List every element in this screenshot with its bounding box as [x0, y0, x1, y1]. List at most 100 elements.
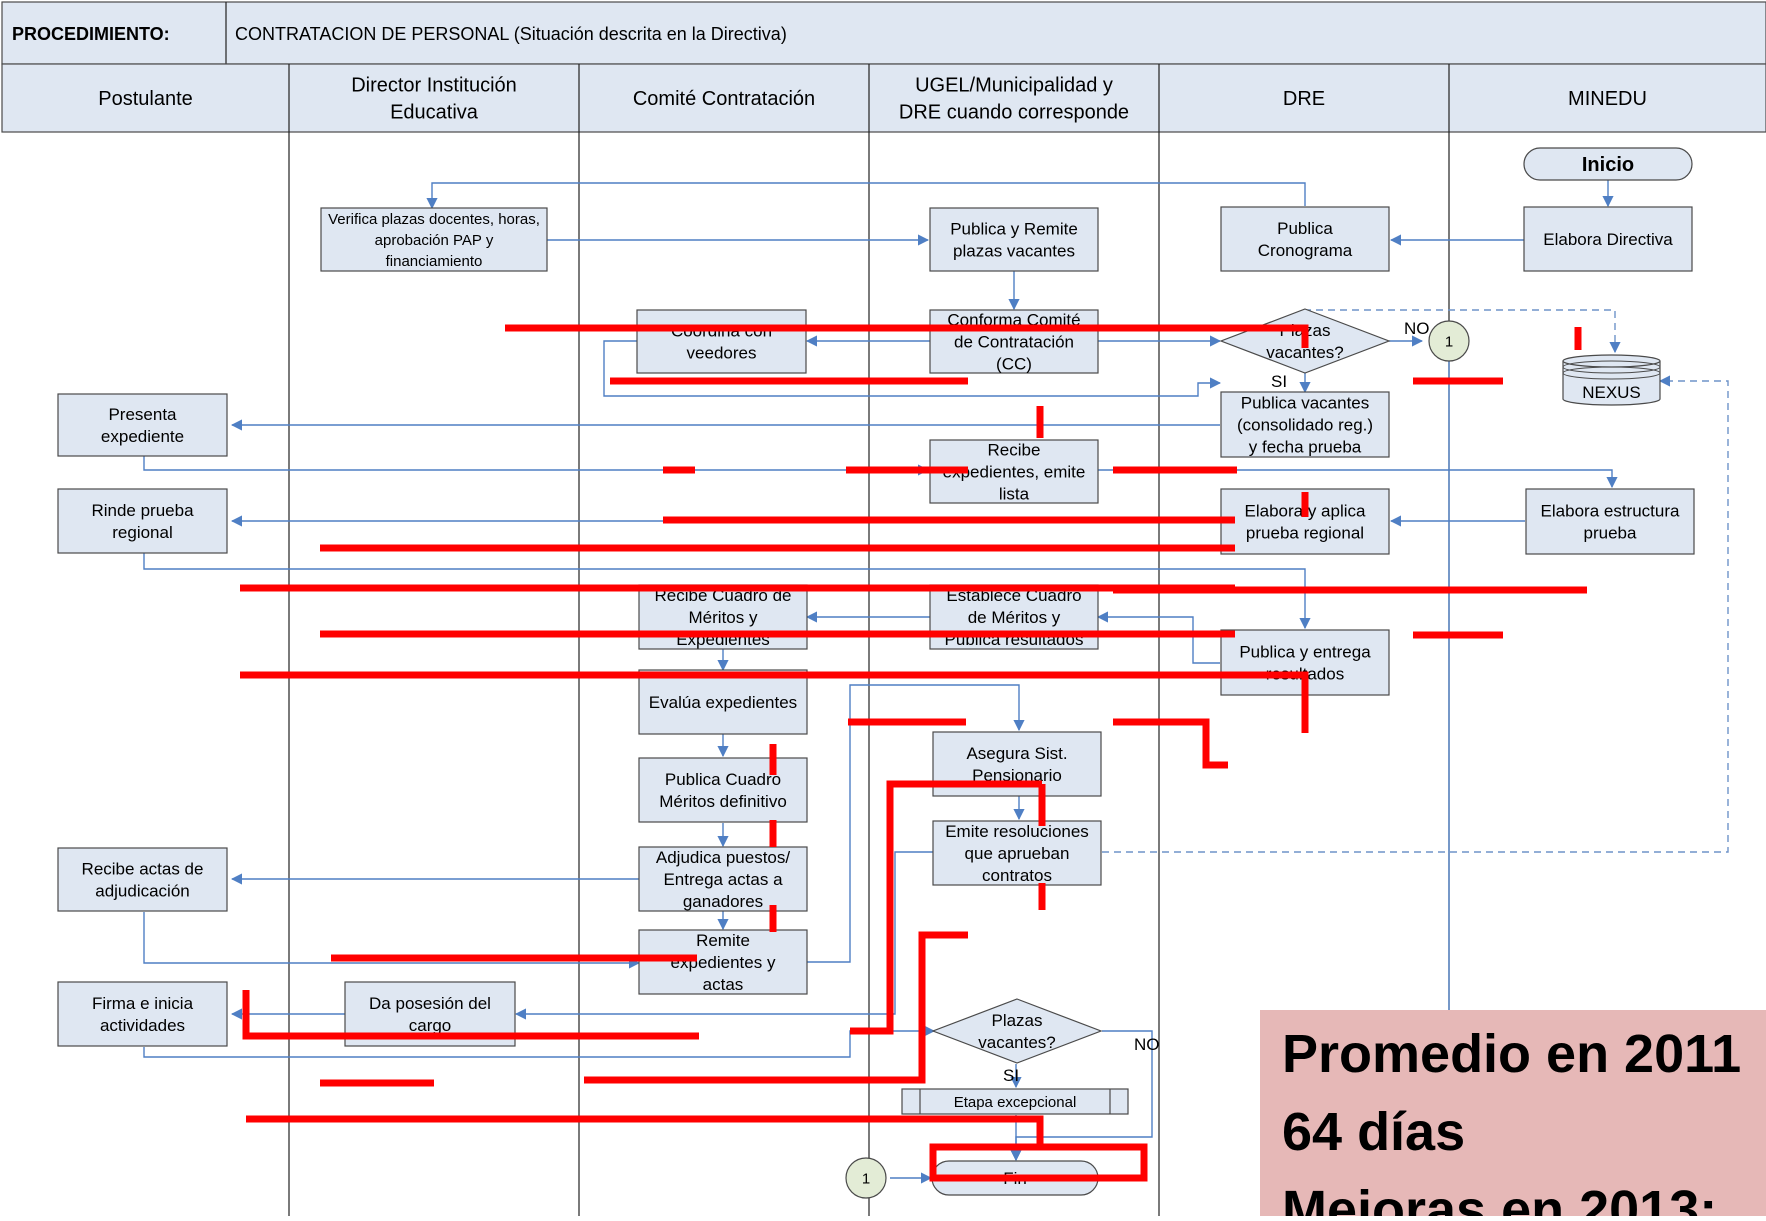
- node-label: Etapa excepcional: [954, 1094, 1077, 1111]
- lane-title-dre: DRE: [1283, 88, 1325, 110]
- edge-label-no-2: NO: [1134, 1035, 1160, 1054]
- node-label: plazas vacantes: [953, 241, 1075, 260]
- node-label: Firma e inicia: [92, 994, 194, 1013]
- node-label: actas: [703, 975, 744, 994]
- node-label: y fecha prueba: [1249, 437, 1362, 456]
- node-label: Entrega actas a: [663, 870, 783, 889]
- callout-line: 64 días: [1282, 1102, 1465, 1162]
- node-label: Publica y Remite: [950, 219, 1078, 238]
- node-conector-1-top: 1: [1428, 320, 1470, 362]
- node-label: de Contratación: [954, 332, 1074, 351]
- node-label: prueba regional: [1246, 523, 1364, 542]
- node-label: veedores: [687, 343, 757, 362]
- node-label: Presenta: [108, 405, 177, 424]
- node-label: Publica y entrega: [1239, 642, 1371, 661]
- procedure-label: PROCEDIMIENTO:: [12, 24, 170, 44]
- node-nexus: NEXUS: [1562, 354, 1661, 406]
- node-label: vacantes?: [978, 1033, 1056, 1052]
- node-label: Verifica plazas docentes, horas,: [328, 211, 540, 228]
- node-label: Recibe actas de: [82, 859, 204, 878]
- node-recibe-actas: Recibe actas de adjudicación: [57, 847, 228, 912]
- node-label: regional: [112, 523, 173, 542]
- fin-highlight: [929, 1143, 1148, 1182]
- node-label: 1: [1445, 333, 1453, 350]
- node-label: prueba: [1584, 523, 1637, 542]
- edge-label-no-1: NO: [1404, 319, 1430, 338]
- lane-title-minedu: MINEDU: [1568, 88, 1647, 110]
- node-label: Da posesión del: [369, 994, 491, 1013]
- node-label: NEXUS: [1582, 383, 1641, 402]
- edge-labels: NO SI NO SI: [1003, 319, 1430, 1085]
- node-label: cargo: [409, 1016, 452, 1035]
- node-label: Plazas: [991, 1011, 1042, 1030]
- node-elabora-directiva: Elabora Directiva: [1523, 206, 1693, 272]
- lane-title-postulante: Postulante: [98, 88, 193, 110]
- node-label: contratos: [982, 866, 1052, 885]
- edge-label-si-1: SI: [1271, 372, 1287, 391]
- callout-line: Mejoras en 2013:: [1282, 1180, 1717, 1216]
- node-evalua-expedientes: Evalúa expedientes: [638, 669, 808, 735]
- edge-label-si-2: SI: [1003, 1066, 1019, 1085]
- node-label: Publica vacantes: [1241, 393, 1370, 412]
- node-label: actividades: [100, 1016, 185, 1035]
- node-label: Evalúa expedientes: [649, 693, 797, 712]
- node-label: Adjudica puestos/: [656, 848, 790, 867]
- node-label: financiamiento: [386, 253, 483, 270]
- node-conector-1-bottom: 1: [845, 1157, 887, 1199]
- node-label: Remite: [696, 931, 750, 950]
- node-presenta-expediente: Presenta expediente: [57, 393, 228, 457]
- node-label: ganadores: [683, 892, 763, 911]
- lane-header-band: [1, 63, 1766, 133]
- node-label: Emite resoluciones: [945, 822, 1089, 841]
- node-label: Asegura Sist.: [966, 744, 1067, 763]
- node-label: Elabora estructura: [1541, 501, 1680, 520]
- procedure-header: [1, 1, 1766, 65]
- node-label: 1: [862, 1170, 870, 1187]
- node-label: (consolidado reg.): [1237, 415, 1373, 434]
- lane-title-ugel: UGEL/Municipalidad y: [915, 75, 1113, 97]
- node-label: expedientes, emite: [943, 462, 1086, 481]
- lane-title-ugel: DRE cuando corresponde: [899, 102, 1129, 124]
- red-annotations: [240, 324, 1587, 1182]
- lane-title-comite: Comité Contratación: [633, 88, 815, 110]
- lane-title-director: Director Institución: [351, 75, 517, 97]
- node-label: Pensionario: [972, 766, 1062, 785]
- node-label: Publica: [1277, 219, 1333, 238]
- node-label: Publica Cuadro: [665, 770, 781, 789]
- node-label: Recibe: [988, 440, 1041, 459]
- node-label: expediente: [101, 427, 184, 446]
- lane-title-director: Educativa: [390, 102, 479, 124]
- node-label: de Méritos y: [968, 608, 1061, 627]
- node-label: adjudicación: [95, 881, 190, 900]
- node-label: lista: [999, 484, 1030, 503]
- node-etapa-excepcional: Etapa excepcional: [901, 1088, 1129, 1115]
- procedure-title: CONTRATACION DE PERSONAL (Situación desc…: [235, 24, 787, 44]
- node-adjudica-puestos: Adjudica puestos/Entrega actas a ganadore…: [638, 846, 808, 912]
- node-firma-inicia: Firma e inicia actividades: [57, 981, 228, 1047]
- node-plazas-vacantes-2: Plazas vacantes?: [931, 998, 1103, 1064]
- node-inicio: Inicio: [1523, 147, 1693, 181]
- node-label: (CC): [996, 354, 1032, 373]
- node-label: Cronograma: [1258, 241, 1353, 260]
- node-publica-remite: Publica y Remite plazas vacantes: [929, 207, 1099, 272]
- node-label: aprobación PAP y: [375, 232, 494, 249]
- node-label: Méritos definitivo: [659, 792, 787, 811]
- node-label: Elabora Directiva: [1543, 230, 1673, 249]
- callout-line: Promedio en 2011: [1282, 1024, 1741, 1084]
- node-label: que aprueban: [965, 844, 1070, 863]
- node-emite-resoluciones: Emite resoluciones que aprueban contratos: [932, 820, 1102, 886]
- node-publica-vacantes: Publica vacantes (consolidado reg.) y fech…: [1220, 391, 1390, 458]
